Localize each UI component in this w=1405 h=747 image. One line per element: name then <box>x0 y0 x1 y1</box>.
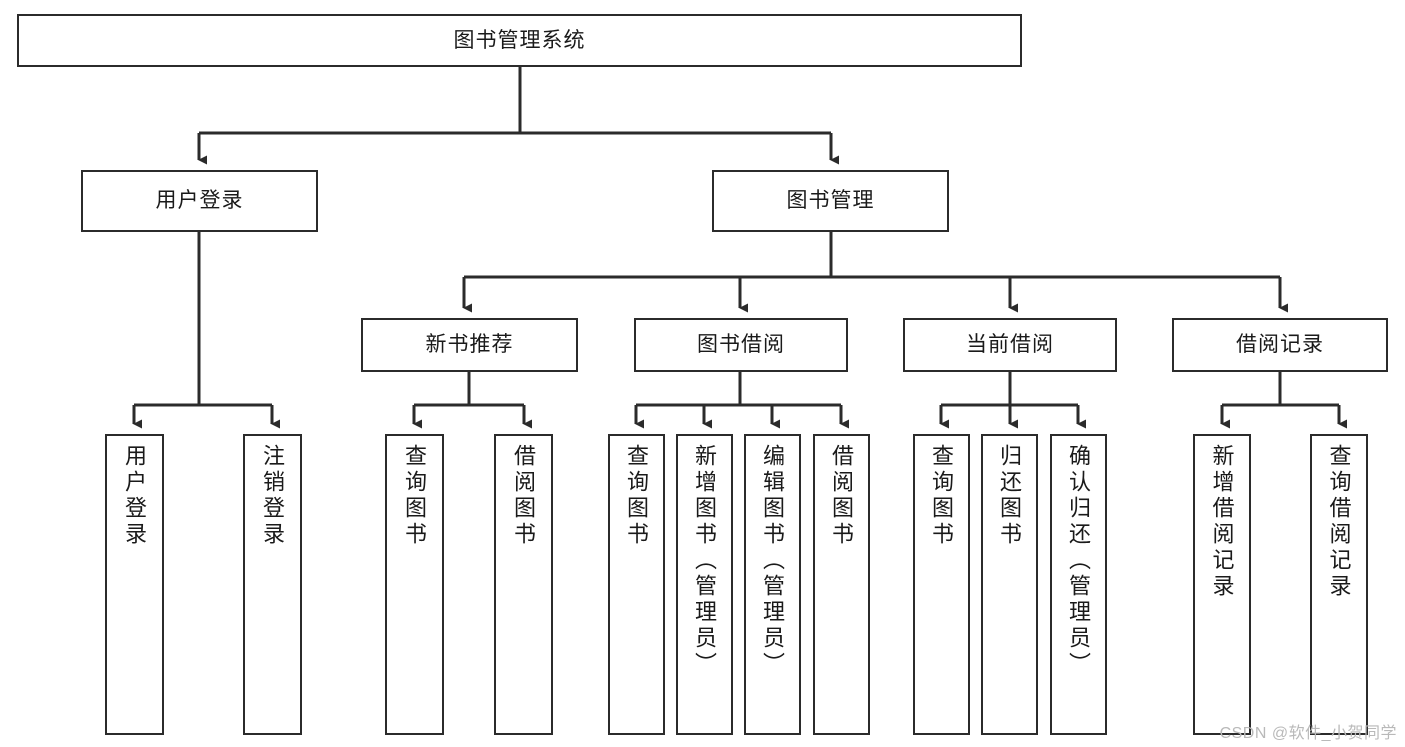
node-leaf-query-book-borrow[interactable]: 查询图书 <box>608 434 665 735</box>
node-label: 查询借阅记录 <box>1326 444 1352 600</box>
node-label: 新增借阅记录 <box>1209 444 1235 600</box>
node-label: 注销登录 <box>260 444 286 548</box>
node-leaf-borrow-book[interactable]: 借阅图书 <box>813 434 870 735</box>
node-label: 用户登录 <box>155 189 244 213</box>
node-book-borrowing[interactable]: 图书借阅 <box>634 318 848 372</box>
node-leaf-logout[interactable]: 注销登录 <box>243 434 302 735</box>
node-user-login[interactable]: 用户登录 <box>81 170 318 232</box>
node-label: 确认归还（管理员） <box>1066 444 1092 678</box>
node-label: 借阅图书 <box>829 444 855 548</box>
node-label: 借阅记录 <box>1236 333 1324 357</box>
node-label: 查询图书 <box>929 444 955 548</box>
node-leaf-confirm-return-admin[interactable]: 确认归还（管理员） <box>1050 434 1107 735</box>
node-label: 用户登录 <box>122 444 148 548</box>
node-leaf-add-book-admin[interactable]: 新增图书（管理员） <box>676 434 733 735</box>
node-label: 新增图书（管理员） <box>692 444 718 678</box>
node-book-management[interactable]: 图书管理 <box>712 170 949 232</box>
node-leaf-query-borrow-record[interactable]: 查询借阅记录 <box>1310 434 1368 735</box>
node-label: 编辑图书（管理员） <box>760 444 786 678</box>
node-label: 图书管理系统 <box>453 28 586 52</box>
node-label: 查询图书 <box>624 444 650 548</box>
node-label: 当前借阅 <box>966 333 1054 357</box>
node-current-borrowing[interactable]: 当前借阅 <box>903 318 1117 372</box>
node-label: 新书推荐 <box>425 333 514 357</box>
node-borrowing-records[interactable]: 借阅记录 <box>1172 318 1388 372</box>
node-label: 图书管理 <box>786 189 875 213</box>
node-leaf-add-borrow-record[interactable]: 新增借阅记录 <box>1193 434 1251 735</box>
node-leaf-borrow-book-newbook[interactable]: 借阅图书 <box>494 434 553 735</box>
node-root-library-system[interactable]: 图书管理系统 <box>17 14 1022 67</box>
node-label: 借阅图书 <box>511 444 537 548</box>
node-new-book-recommendation[interactable]: 新书推荐 <box>361 318 578 372</box>
node-leaf-query-book-newbook[interactable]: 查询图书 <box>385 434 444 735</box>
watermark: CSDN @软件_小贺同学 <box>1219 725 1397 742</box>
node-leaf-query-book-current[interactable]: 查询图书 <box>913 434 970 735</box>
node-label: 查询图书 <box>402 444 428 548</box>
node-label: 归还图书 <box>997 444 1023 548</box>
node-leaf-return-book[interactable]: 归还图书 <box>981 434 1038 735</box>
node-leaf-user-login[interactable]: 用户登录 <box>105 434 164 735</box>
node-leaf-edit-book-admin[interactable]: 编辑图书（管理员） <box>744 434 801 735</box>
node-label: 图书借阅 <box>697 333 785 357</box>
